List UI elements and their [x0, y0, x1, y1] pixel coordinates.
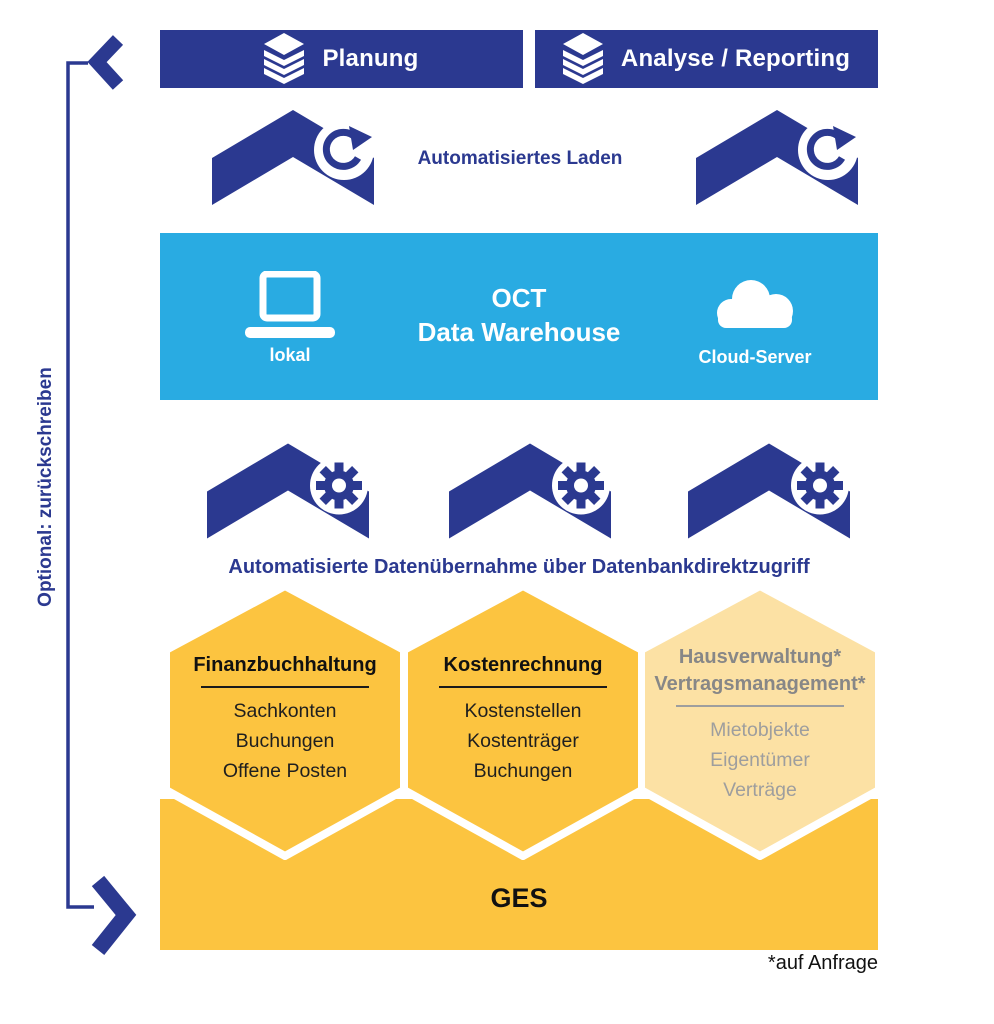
planung-label: Planung	[322, 45, 419, 72]
writeback-label: Optional: zurückschreiben	[35, 367, 56, 607]
refresh-icon	[322, 126, 372, 170]
gear-icon	[797, 462, 843, 509]
upload-arrow-right	[696, 110, 858, 205]
warehouse-title-line1: OCT	[491, 283, 547, 313]
refresh-icon	[806, 126, 856, 170]
warehouse-title: OCT Data Warehouse	[160, 281, 878, 349]
data-transfer-label: Automatisierte Datenübernahme über Daten…	[228, 556, 810, 578]
chevron-left-icon	[87, 35, 124, 90]
analyse-reporting-label: Analyse / Reporting	[620, 45, 851, 72]
lokal-label: lokal	[269, 345, 311, 365]
gear-icon	[316, 462, 362, 509]
writeback-bracket	[66, 35, 137, 955]
import-arrow-kostenrechnung	[449, 443, 611, 539]
bracket-line	[66, 61, 94, 909]
import-arrow-hausverwaltung	[688, 443, 850, 539]
hexagon-item: Verträge	[723, 779, 797, 801]
hexagon-item: Buchungen	[473, 760, 573, 782]
layers-icon	[264, 33, 305, 84]
warehouse-title-line2: Data Warehouse	[417, 317, 621, 347]
hexagon-item: Kostenträger	[467, 730, 579, 752]
hexagon-title: Kostenrechnung	[443, 654, 603, 676]
footnote: *auf Anfrage	[767, 952, 878, 974]
hexagon-title-line1: Hausverwaltung*	[678, 646, 842, 668]
hexagon-hausverwaltung: Hausverwaltung* Vertragsmanagement* Miet…	[638, 644, 882, 805]
laptop-icon	[245, 271, 335, 338]
automated-load-label: Automatisiertes Laden	[417, 148, 623, 169]
divider	[201, 686, 369, 688]
hexagon-title-line2: Vertragsmanagement*	[654, 673, 866, 695]
hexagon-finanzbuchhaltung: Finanzbuchhaltung Sachkonten Buchungen O…	[163, 652, 407, 786]
divider	[439, 686, 607, 688]
cloud-icon	[717, 280, 793, 328]
hexagon-item: Sachkonten	[233, 700, 337, 722]
chevron-right-icon	[91, 875, 137, 955]
warehouse-box: lokal OCT Data Warehouse Cloud-Server	[160, 233, 878, 400]
hexagon-item: Mietobjekte	[710, 719, 810, 741]
upload-arrow-left	[212, 110, 374, 205]
divider	[676, 705, 844, 707]
gear-icon	[558, 462, 604, 509]
hexagon-hausverwaltung-shape	[638, 584, 882, 860]
hexagon-item: Offene Posten	[222, 760, 348, 782]
hexagon-kostenrechnung: Kostenrechnung Kostenstellen Kostenträge…	[401, 652, 645, 786]
hexagon-item: Buchungen	[235, 730, 335, 752]
import-arrow-finanzbuchhaltung	[207, 443, 369, 539]
hexagon-title: Finanzbuchhaltung	[193, 654, 377, 676]
hexagon-item: Kostenstellen	[464, 700, 582, 722]
cloud-server-label: Cloud-Server	[698, 347, 812, 367]
hexagon-item: Eigentümer	[710, 749, 810, 771]
analyse-reporting-bar: Analyse / Reporting	[535, 30, 878, 88]
layers-icon	[562, 33, 603, 84]
ges-label: GES	[490, 883, 548, 913]
planung-bar: Planung	[160, 30, 523, 88]
